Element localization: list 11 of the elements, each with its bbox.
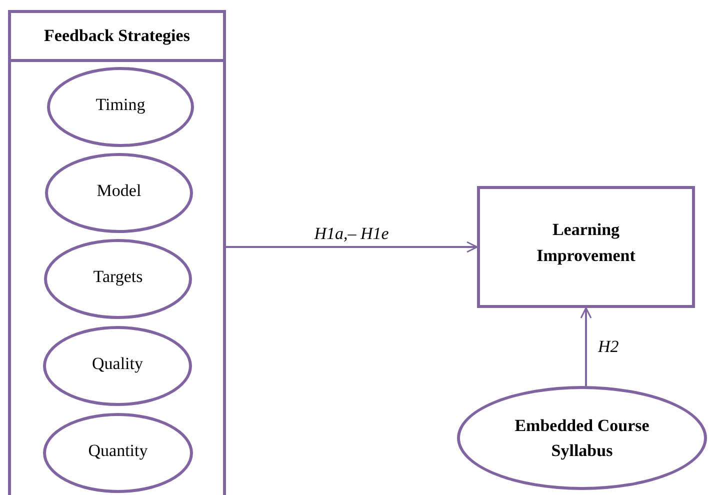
group-panel (8, 10, 226, 495)
ellipse-node: Targets (44, 239, 192, 319)
ellipse-node: Timing (47, 67, 194, 147)
arrow (226, 241, 478, 253)
process-box: Learning Improvement (477, 186, 695, 308)
panel-heading: Feedback Strategies (11, 13, 223, 62)
ellipse-node: Quantity (43, 413, 193, 493)
ellipse-node: Model (45, 153, 193, 233)
ellipse-node: Embedded Course Syllabus (457, 386, 707, 490)
arrow (580, 307, 592, 386)
ellipse-node: Quality (43, 326, 192, 406)
